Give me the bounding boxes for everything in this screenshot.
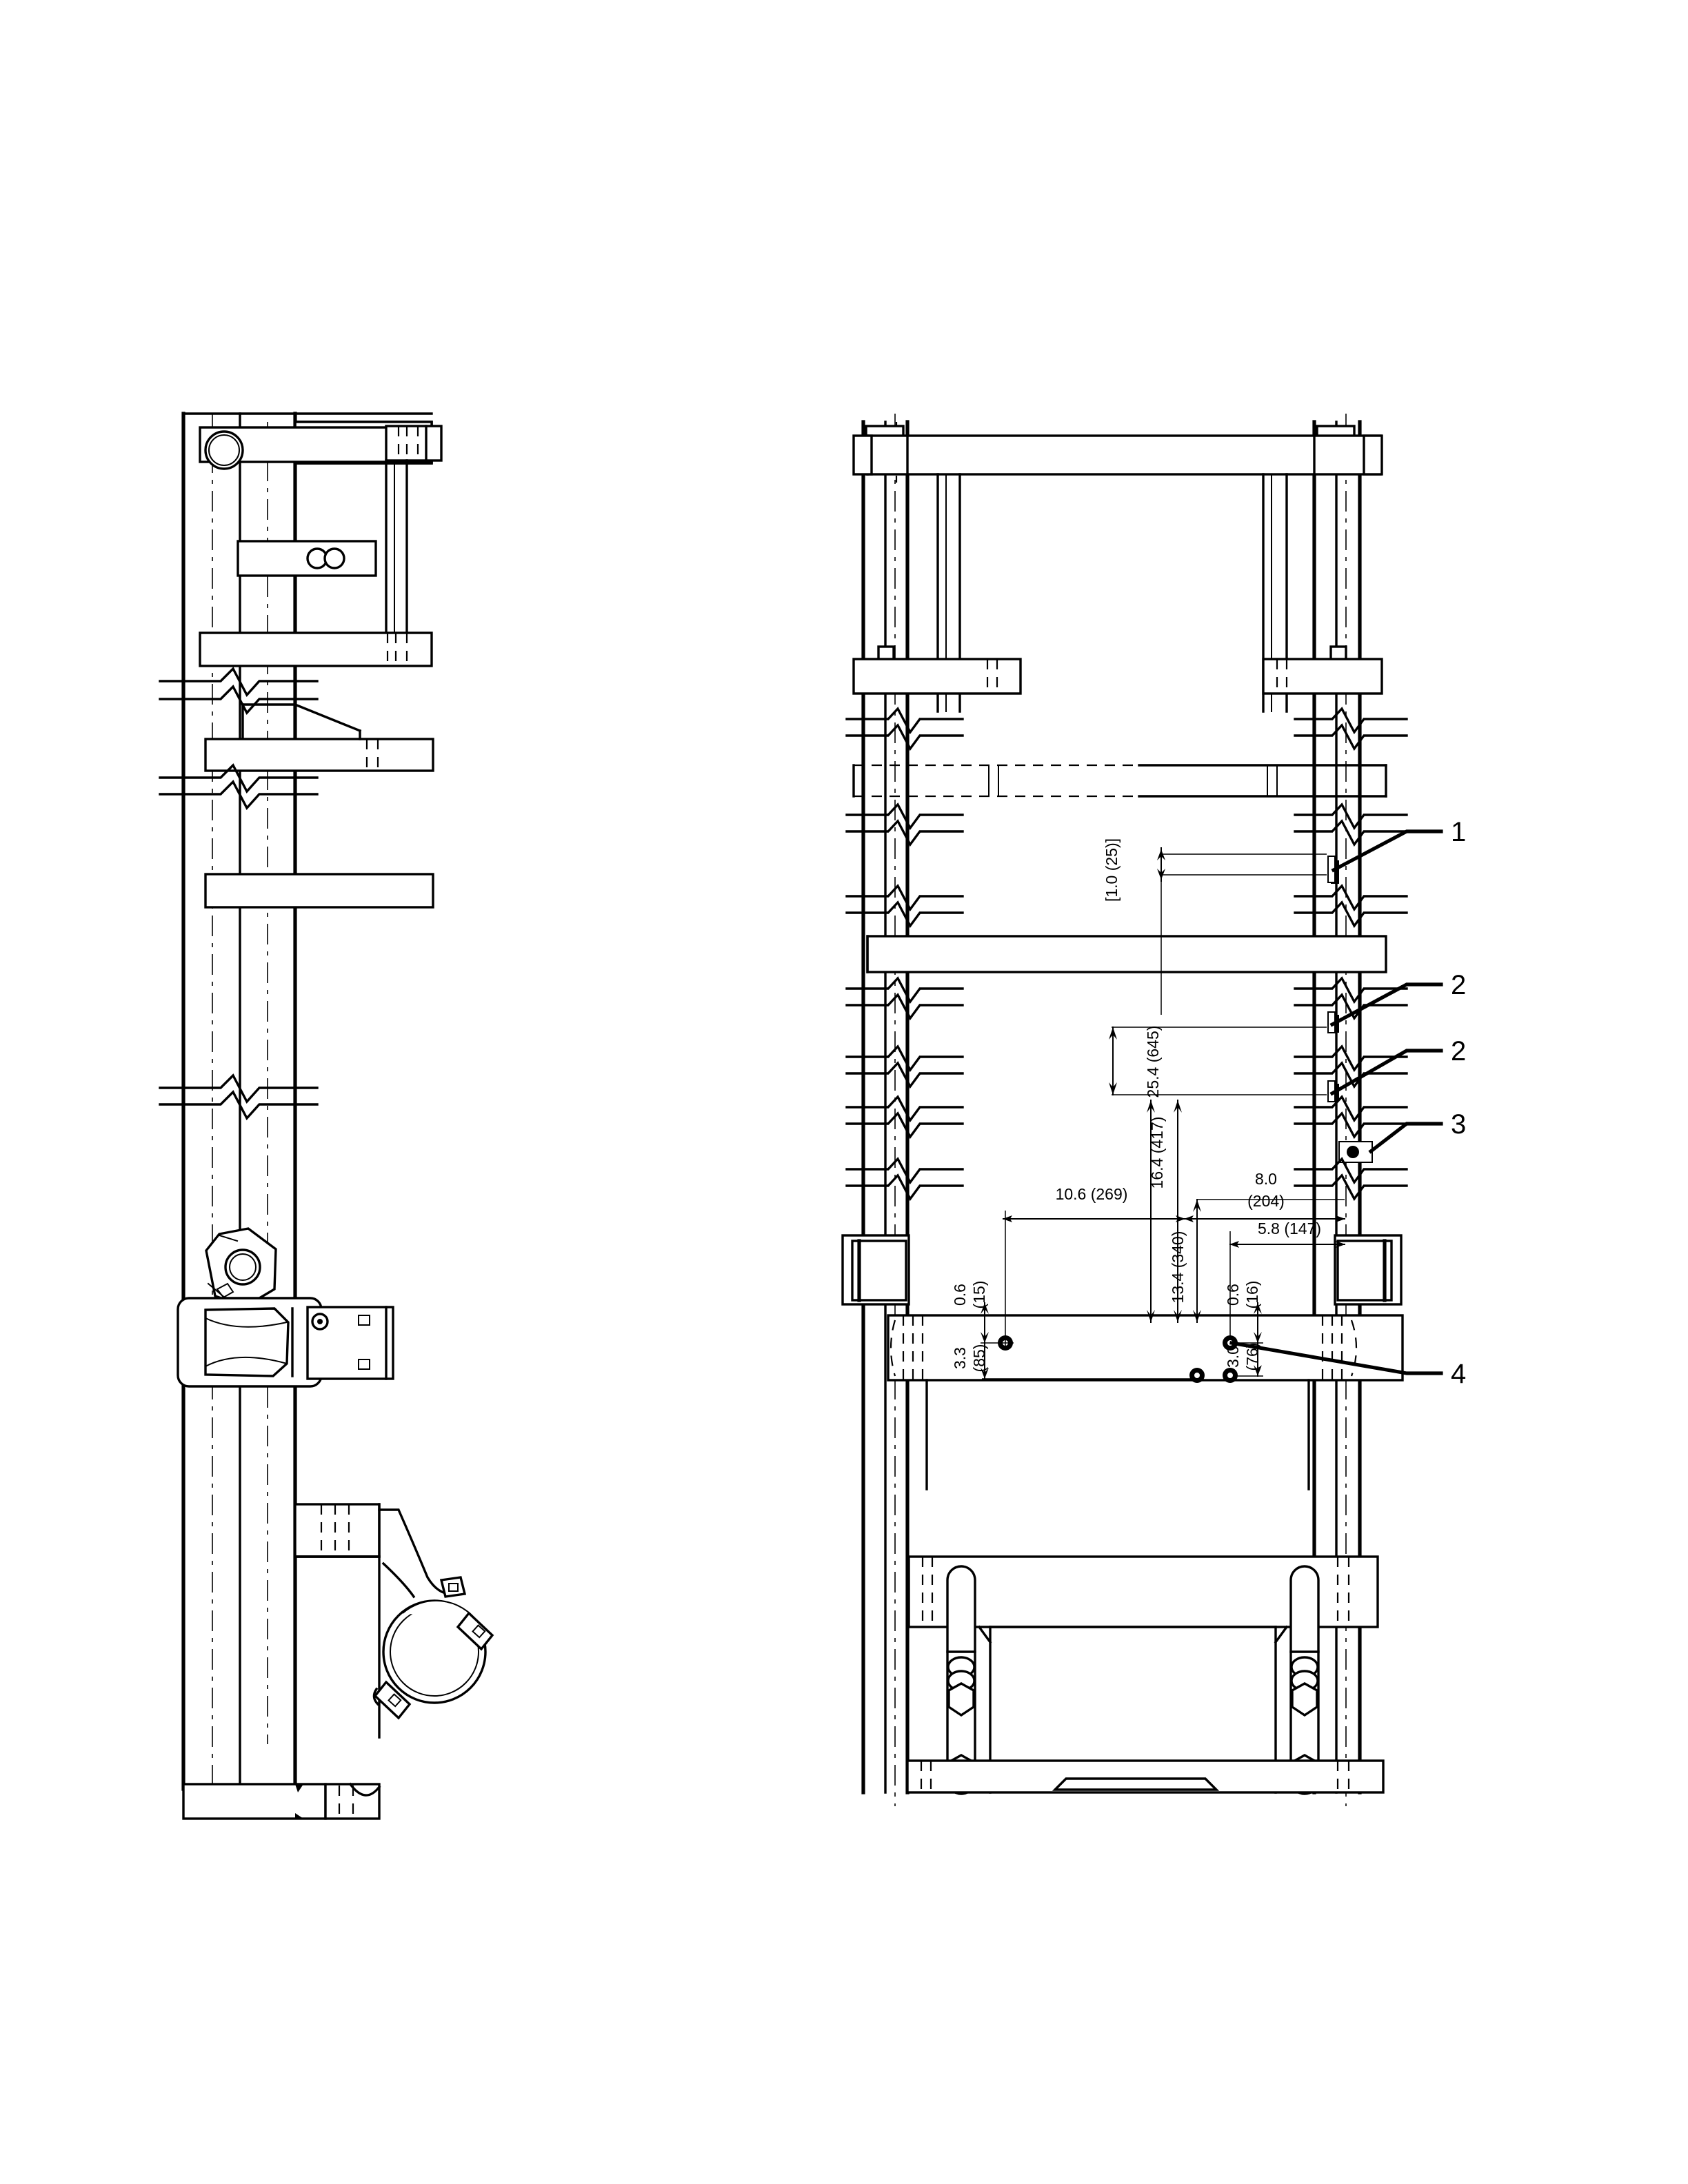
- top-crosshead-front: [852, 425, 1383, 476]
- callout-3[interactable]: 3: [1368, 1109, 1466, 1154]
- dim-1-0-25: [1.0 (25)]: [1103, 838, 1327, 1015]
- dim-label-3-3-85-a: 3.3: [951, 1347, 969, 1369]
- mounting-plate-front: [887, 1314, 1404, 1383]
- dim-25-4-645: 25.4 (645): [1109, 1026, 1327, 1098]
- callout-2a[interactable]: 2: [1329, 970, 1466, 1027]
- dim-label-1-0-25: [1.0 (25)]: [1103, 838, 1121, 902]
- mast-head-side: [182, 412, 443, 634]
- dim-label-0-6-15-b: (15): [970, 1281, 988, 1309]
- base-plate-side: [182, 1782, 381, 1820]
- dim-10-6-269: 10.6 (269): [1003, 1185, 1185, 1348]
- break-symbols-row-4: [845, 976, 1408, 1021]
- break-symbols-row-6: [845, 1095, 1408, 1140]
- bolt-hole-4: [1223, 1368, 1238, 1383]
- dim-label-16-4-417: 16.4 (417): [1148, 1117, 1166, 1189]
- dim-label-0-6-15-a: 0.6: [951, 1284, 969, 1306]
- crossplate-upper-front: [852, 658, 1383, 695]
- dim-0-6-15: 0.6 (15): [951, 1281, 1014, 1344]
- dim-label-10-6-269: 10.6 (269): [1056, 1185, 1128, 1203]
- hose-clamp-assembly-side: [294, 1503, 494, 1739]
- side-roller-right: [1334, 1234, 1403, 1306]
- break-symbol-side-2: [159, 763, 319, 810]
- dimension-set: [1.0 (25)] 25.4 (645) 1: [951, 838, 1345, 1379]
- dim-label-8-0-204-a: 8.0: [1255, 1170, 1277, 1188]
- mid-crossbar-side: [204, 873, 434, 909]
- dim-label-0-6-16-a: 0.6: [1224, 1284, 1242, 1306]
- callout-2b[interactable]: 2: [1329, 1036, 1466, 1096]
- carriage-assembly-front: [906, 1555, 1385, 1795]
- break-symbols-row-2: [845, 802, 1408, 847]
- dim-label-25-4-645: 25.4 (645): [1144, 1026, 1162, 1098]
- break-symbols-row-3: [845, 884, 1408, 929]
- callout-2a-label: 2: [1451, 970, 1466, 1000]
- break-symbols-row-5: [845, 1044, 1408, 1089]
- bolt-hole-2: [1189, 1368, 1205, 1383]
- dim-label-5-8-147: 5.8 (147): [1258, 1220, 1321, 1237]
- long-beam-front: [852, 764, 1387, 798]
- clamp-tab-top: [439, 1576, 467, 1598]
- callout-1-label: 1: [1451, 817, 1466, 847]
- callout-3-label: 3: [1451, 1109, 1466, 1140]
- callout-set: 1 2 2 3 4: [1229, 817, 1466, 1389]
- dim-8-0-204: 8.0 (204): [1184, 1170, 1345, 1222]
- dim-label-0-6-16-b: (16): [1243, 1281, 1261, 1309]
- gusset-bracket-side: [204, 703, 434, 772]
- dim-0-6-16: 0.6 (16): [1224, 1281, 1263, 1344]
- head-lower-plate: [199, 631, 433, 667]
- dim-13-4-340: 13.4 (340): [1169, 1199, 1345, 1323]
- break-symbol-side-1: [159, 667, 319, 715]
- valve-block-side: [177, 1297, 394, 1388]
- item-3-fitting: [1338, 1141, 1373, 1163]
- callout-1[interactable]: 1: [1331, 817, 1466, 873]
- front-elevation-view: [841, 414, 1408, 1806]
- dim-label-8-0-204-b: (204): [1247, 1192, 1285, 1210]
- hose-bracket-plate-side: [237, 540, 377, 577]
- clamp-tab-right: [456, 1611, 494, 1651]
- dim-5-8-147: 5.8 (147): [1229, 1220, 1345, 1337]
- break-symbol-side-3: [159, 1073, 319, 1120]
- callout-4-label: 4: [1451, 1359, 1466, 1389]
- side-elevation-view: [159, 412, 494, 1820]
- side-roller-left: [841, 1234, 910, 1306]
- dim-16-4-417: 16.4 (417): [1147, 1100, 1182, 1323]
- dim-label-3-3-85-b: (85): [970, 1344, 988, 1373]
- break-symbols-row-1: [845, 707, 1408, 751]
- clamp-tab-bottom: [373, 1680, 412, 1720]
- break-symbols-row-7: [845, 1157, 1408, 1202]
- hose-fitting-upper-side: [205, 1227, 277, 1308]
- dim-label-3-0-76-a: 3.0: [1224, 1346, 1242, 1368]
- mid-crossbar-front: [866, 935, 1387, 973]
- dim-label-13-4-340: 13.4 (340): [1169, 1231, 1187, 1304]
- callout-2b-label: 2: [1451, 1036, 1466, 1066]
- dim-3-3-85: 3.3 (85): [951, 1342, 1198, 1379]
- callout-4[interactable]: 4: [1229, 1340, 1466, 1389]
- lower-mast-verticals: [925, 1379, 1310, 1490]
